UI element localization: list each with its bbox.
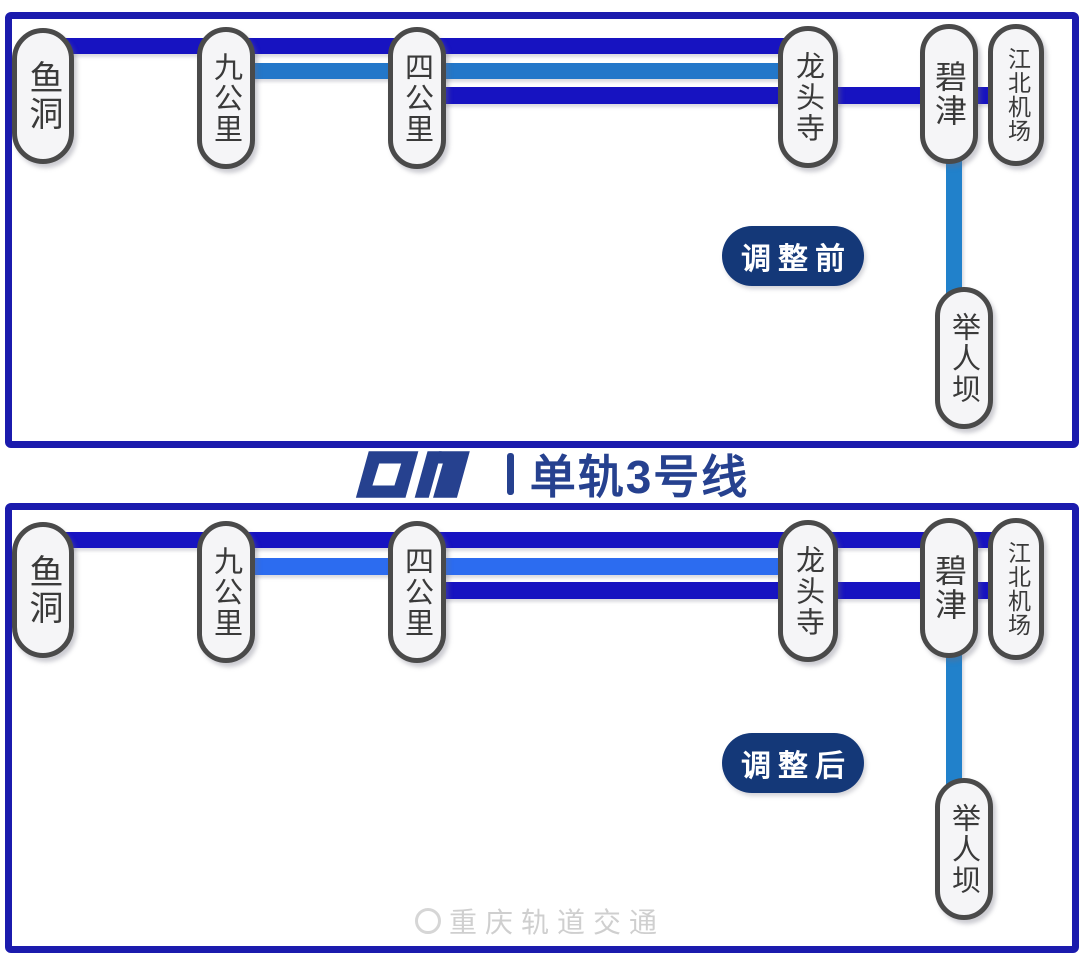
station-bijin: 碧津: [920, 518, 978, 658]
station-yudong: 鱼洞: [12, 522, 74, 658]
before-adjustment-badge: 调整前: [722, 226, 864, 286]
station-longtousi: 龙头寺: [778, 520, 838, 662]
station-bijin: 碧津: [920, 24, 978, 164]
line-sigongli-airport: [416, 582, 1016, 599]
station-jiangbei-airport: 江北机场: [988, 518, 1044, 660]
station-label: 碧津: [930, 554, 968, 622]
after-adjustment-badge: 调整后: [722, 733, 864, 793]
line-jiugongli-longtousi: [225, 558, 810, 575]
crt-rail-transit-logo-icon: [355, 450, 470, 498]
station-label: 龙头寺: [791, 544, 826, 638]
station-label: 四公里: [400, 51, 435, 145]
station-label: 鱼洞: [23, 60, 63, 132]
station-label: 江北机场: [1003, 541, 1030, 637]
watermark-text: 重庆轨道交通: [448, 907, 666, 938]
station-sigongli: 四公里: [388, 27, 446, 169]
station-sigongli: 四公里: [388, 521, 446, 663]
station-label: 龙头寺: [791, 50, 826, 144]
watermark-logo-icon: [414, 908, 441, 934]
station-jiugongli: 九公里: [197, 521, 255, 663]
line-bijin-jurenba-branch: [946, 648, 962, 793]
line-yudong-airport: [43, 532, 1016, 548]
station-jiangbei-airport: 江北机场: [988, 24, 1044, 166]
title-band: 单轨3号线: [0, 444, 1080, 504]
station-jurenba: 举人坝: [935, 287, 993, 429]
station-label: 举人坝: [947, 802, 982, 896]
station-label: 鱼洞: [23, 554, 63, 626]
watermark: 重庆轨道交通: [414, 901, 666, 941]
station-label: 四公里: [400, 545, 435, 639]
line-sigongli-airport: [416, 87, 1016, 104]
station-label: 举人坝: [947, 311, 982, 405]
station-jurenba: 举人坝: [935, 778, 993, 920]
title-separator-bar: [506, 453, 514, 495]
line-jiugongli-longtousi: [225, 63, 810, 79]
station-label: 碧津: [930, 60, 968, 128]
panel-before-adjustment: [5, 12, 1079, 448]
station-jiugongli: 九公里: [197, 27, 255, 169]
station-label: 九公里: [209, 51, 244, 145]
station-label: 江北机场: [1003, 47, 1030, 143]
station-label: 九公里: [209, 545, 244, 639]
line-bijin-jurenba-branch: [946, 155, 962, 303]
station-longtousi: 龙头寺: [778, 26, 838, 168]
station-yudong: 鱼洞: [12, 28, 74, 164]
panel-after-adjustment: [5, 503, 1079, 953]
line-title: 单轨3号线: [529, 451, 750, 503]
